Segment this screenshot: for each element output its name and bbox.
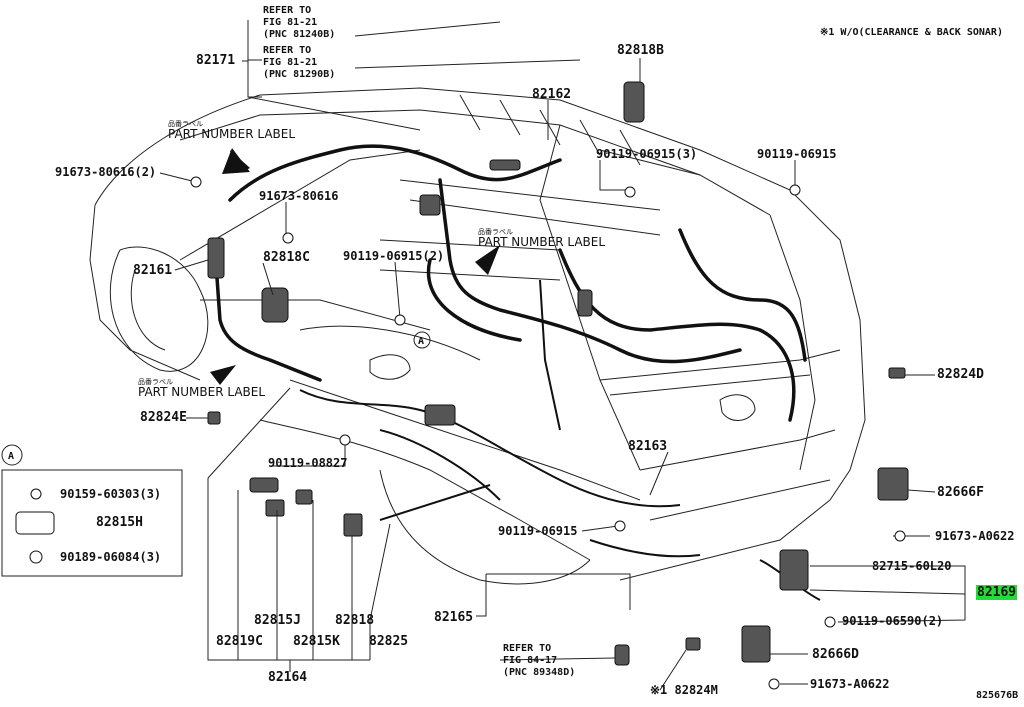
part-82819c[interactable]: 82819C	[216, 634, 263, 649]
svg-text:A: A	[418, 336, 424, 347]
reference-81290b: REFER TO FIG 81-21 (PNC 81290B)	[263, 45, 336, 80]
part-90119-06915-2[interactable]: 90119-06915(2)	[343, 249, 445, 263]
part-number-label-note: 品番ラベル PART NUMBER LABEL	[478, 228, 606, 249]
part-90119-06915-top[interactable]: 90119-06915	[757, 147, 837, 161]
part-82666f[interactable]: 82666F	[937, 485, 984, 500]
part-91673-a0622-bot[interactable]: 91673-A0622	[810, 677, 890, 691]
part-82815h[interactable]: 82815H	[96, 515, 143, 530]
part-82815k[interactable]: 82815K	[293, 634, 340, 649]
part-82164[interactable]: 82164	[268, 670, 308, 685]
figure-code: 825676B	[976, 690, 1019, 701]
part-82165[interactable]: 82165	[434, 610, 474, 625]
part-number-label-note: 品番ラベル PART NUMBER LABEL	[138, 378, 266, 399]
part-82162[interactable]: 82162	[532, 87, 572, 102]
part-90119-06590-2[interactable]: 90119-06590(2)	[842, 614, 944, 628]
svg-text:A: A	[8, 451, 14, 462]
part-82818c[interactable]: 82818C	[263, 250, 310, 265]
reference-89348d: REFER TO FIG 84-17 (PNC 89348D)	[503, 643, 576, 678]
part-82818[interactable]: 82818	[335, 613, 375, 628]
reference-81240b: REFER TO FIG 81-21 (PNC 81240B)	[263, 5, 336, 40]
part-82824e[interactable]: 82824E	[140, 410, 187, 425]
part-82169[interactable]: 82169	[976, 585, 1018, 600]
part-82161[interactable]: 82161	[133, 263, 173, 278]
part-82825[interactable]: 82825	[369, 634, 409, 649]
part-82715-60l20[interactable]: 82715-60L20	[872, 559, 952, 573]
part-82824m[interactable]: ※1 82824M	[650, 683, 718, 697]
part-82815j[interactable]: 82815J	[254, 613, 301, 628]
part-82171[interactable]: 82171	[196, 53, 236, 68]
part-82163[interactable]: 82163	[628, 439, 668, 454]
header-note: ※1 W/O(CLEARANCE & BACK SONAR)	[820, 27, 1003, 38]
part-82824d[interactable]: 82824D	[937, 367, 984, 382]
part-90119-08827[interactable]: 90119-08827	[268, 456, 348, 470]
part-90119-06915-bot[interactable]: 90119-06915	[498, 524, 578, 538]
part-90189-06084-3[interactable]: 90189-06084(3)	[60, 550, 162, 564]
part-82666d[interactable]: 82666D	[812, 647, 859, 662]
part-91673-80616[interactable]: 91673-80616	[259, 189, 339, 203]
part-91673-a0622-top[interactable]: 91673-A0622	[935, 529, 1015, 543]
part-90119-06915-3[interactable]: 90119-06915(3)	[596, 147, 698, 161]
part-91673-80616-2[interactable]: 91673-80616(2)	[55, 165, 157, 179]
part-90159-60303-3[interactable]: 90159-60303(3)	[60, 487, 162, 501]
part-82818b[interactable]: 82818B	[617, 43, 664, 58]
part-number-label-note: 品番ラベル PART NUMBER LABEL	[168, 120, 296, 141]
